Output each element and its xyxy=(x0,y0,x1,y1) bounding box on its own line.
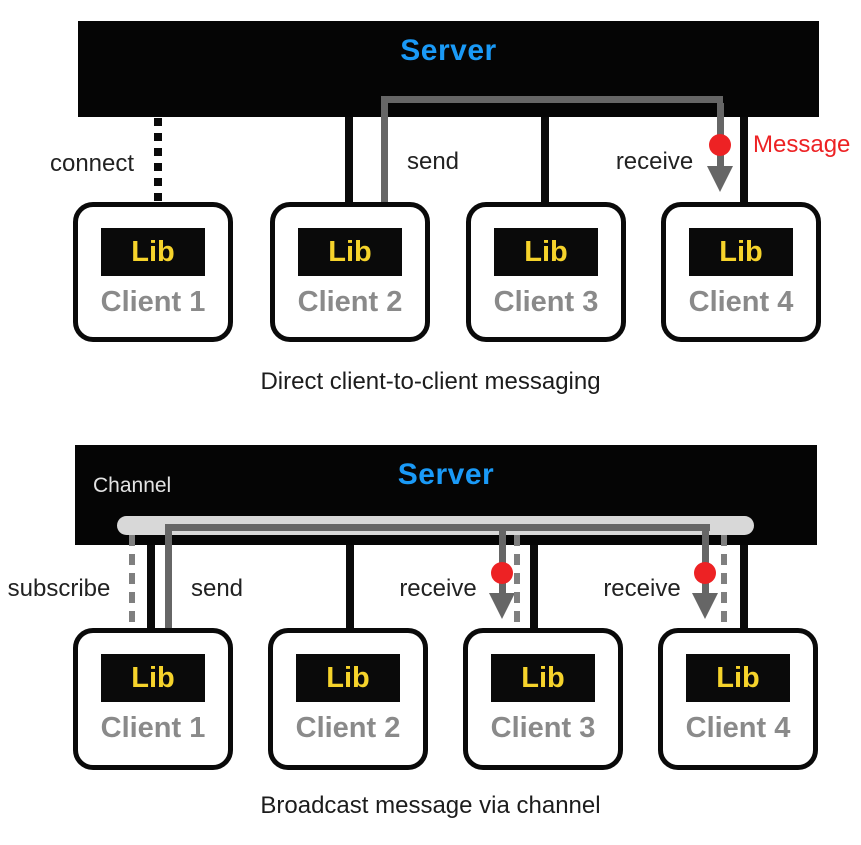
lib-label: Lib xyxy=(719,235,763,268)
receive-label-top: receive xyxy=(615,148,694,175)
connector-client2 xyxy=(345,117,353,202)
connector-client3-bottom xyxy=(530,545,538,628)
client-name: Client 4 xyxy=(685,712,791,744)
lib-label: Lib xyxy=(521,661,565,694)
broadcast-route-horizontal xyxy=(165,524,710,531)
connector-client1-bottom xyxy=(147,545,155,628)
channel-label: Channel xyxy=(93,474,172,497)
connector-client3 xyxy=(541,117,549,202)
broadcast-route-up-from-client1 xyxy=(165,524,172,630)
message-dot-client3-icon xyxy=(491,562,513,584)
client2-box-bottom: Lib Client 2 xyxy=(268,628,428,770)
receive-label-client4: receive xyxy=(603,575,681,602)
connector-connect-client1-dotted xyxy=(154,118,162,202)
lib-badge: Lib xyxy=(298,228,402,276)
client3-box-bottom: Lib Client 3 xyxy=(463,628,623,770)
message-label: Message xyxy=(753,131,851,158)
send-label-bottom: send xyxy=(190,575,244,602)
lib-label: Lib xyxy=(326,661,370,694)
subscribe-line-client3-dashed xyxy=(514,535,520,628)
client-name: Client 1 xyxy=(100,286,206,318)
client-name: Client 3 xyxy=(490,712,596,744)
connector-client4-bottom xyxy=(740,545,748,628)
client2-box-top: Lib Client 2 xyxy=(270,202,430,342)
message-dot-client4-icon xyxy=(709,134,731,156)
lib-label: Lib xyxy=(524,235,568,268)
connector-client4 xyxy=(740,117,748,202)
subscribe-label: subscribe xyxy=(7,575,111,602)
client-name: Client 4 xyxy=(688,286,794,318)
message-arrowhead-client4-icon xyxy=(707,166,733,192)
lib-badge: Lib xyxy=(101,228,205,276)
subscribe-line-client4-dashed xyxy=(721,535,727,628)
client-name: Client 2 xyxy=(295,712,401,744)
message-route-up-from-client2 xyxy=(381,96,388,202)
lib-label: Lib xyxy=(328,235,372,268)
message-dot-client4-bottom-icon xyxy=(694,562,716,584)
client1-box-bottom: Lib Client 1 xyxy=(73,628,233,770)
send-label-top: send xyxy=(406,148,460,175)
connect-label: connect xyxy=(49,150,135,177)
client4-box-bottom: Lib Client 4 xyxy=(658,628,818,770)
broadcast-arrowhead-client4-icon xyxy=(692,593,718,619)
broadcast-arrowhead-client3-icon xyxy=(489,593,515,619)
lib-badge: Lib xyxy=(686,654,790,702)
receive-label-client3: receive xyxy=(399,575,477,602)
subscribe-line-client1-dashed xyxy=(129,535,135,630)
caption-direct-messaging: Direct client-to-client messaging xyxy=(260,368,601,395)
lib-badge: Lib xyxy=(101,654,205,702)
client1-box-top: Lib Client 1 xyxy=(73,202,233,342)
lib-label: Lib xyxy=(716,661,760,694)
lib-badge: Lib xyxy=(494,228,598,276)
connector-client2-bottom xyxy=(346,545,354,628)
client-name: Client 2 xyxy=(297,286,403,318)
lib-badge: Lib xyxy=(491,654,595,702)
server-title-top: Server xyxy=(400,34,497,67)
caption-broadcast-channel: Broadcast message via channel xyxy=(260,792,601,819)
client4-box-top: Lib Client 4 xyxy=(661,202,821,342)
client-name: Client 3 xyxy=(493,286,599,318)
message-route-horizontal-top xyxy=(381,96,723,103)
lib-label: Lib xyxy=(131,235,175,268)
client3-box-top: Lib Client 3 xyxy=(466,202,626,342)
lib-badge: Lib xyxy=(689,228,793,276)
client-name: Client 1 xyxy=(100,712,206,744)
server-title-bottom: Server xyxy=(397,458,495,491)
lib-label: Lib xyxy=(131,661,175,694)
lib-badge: Lib xyxy=(296,654,400,702)
